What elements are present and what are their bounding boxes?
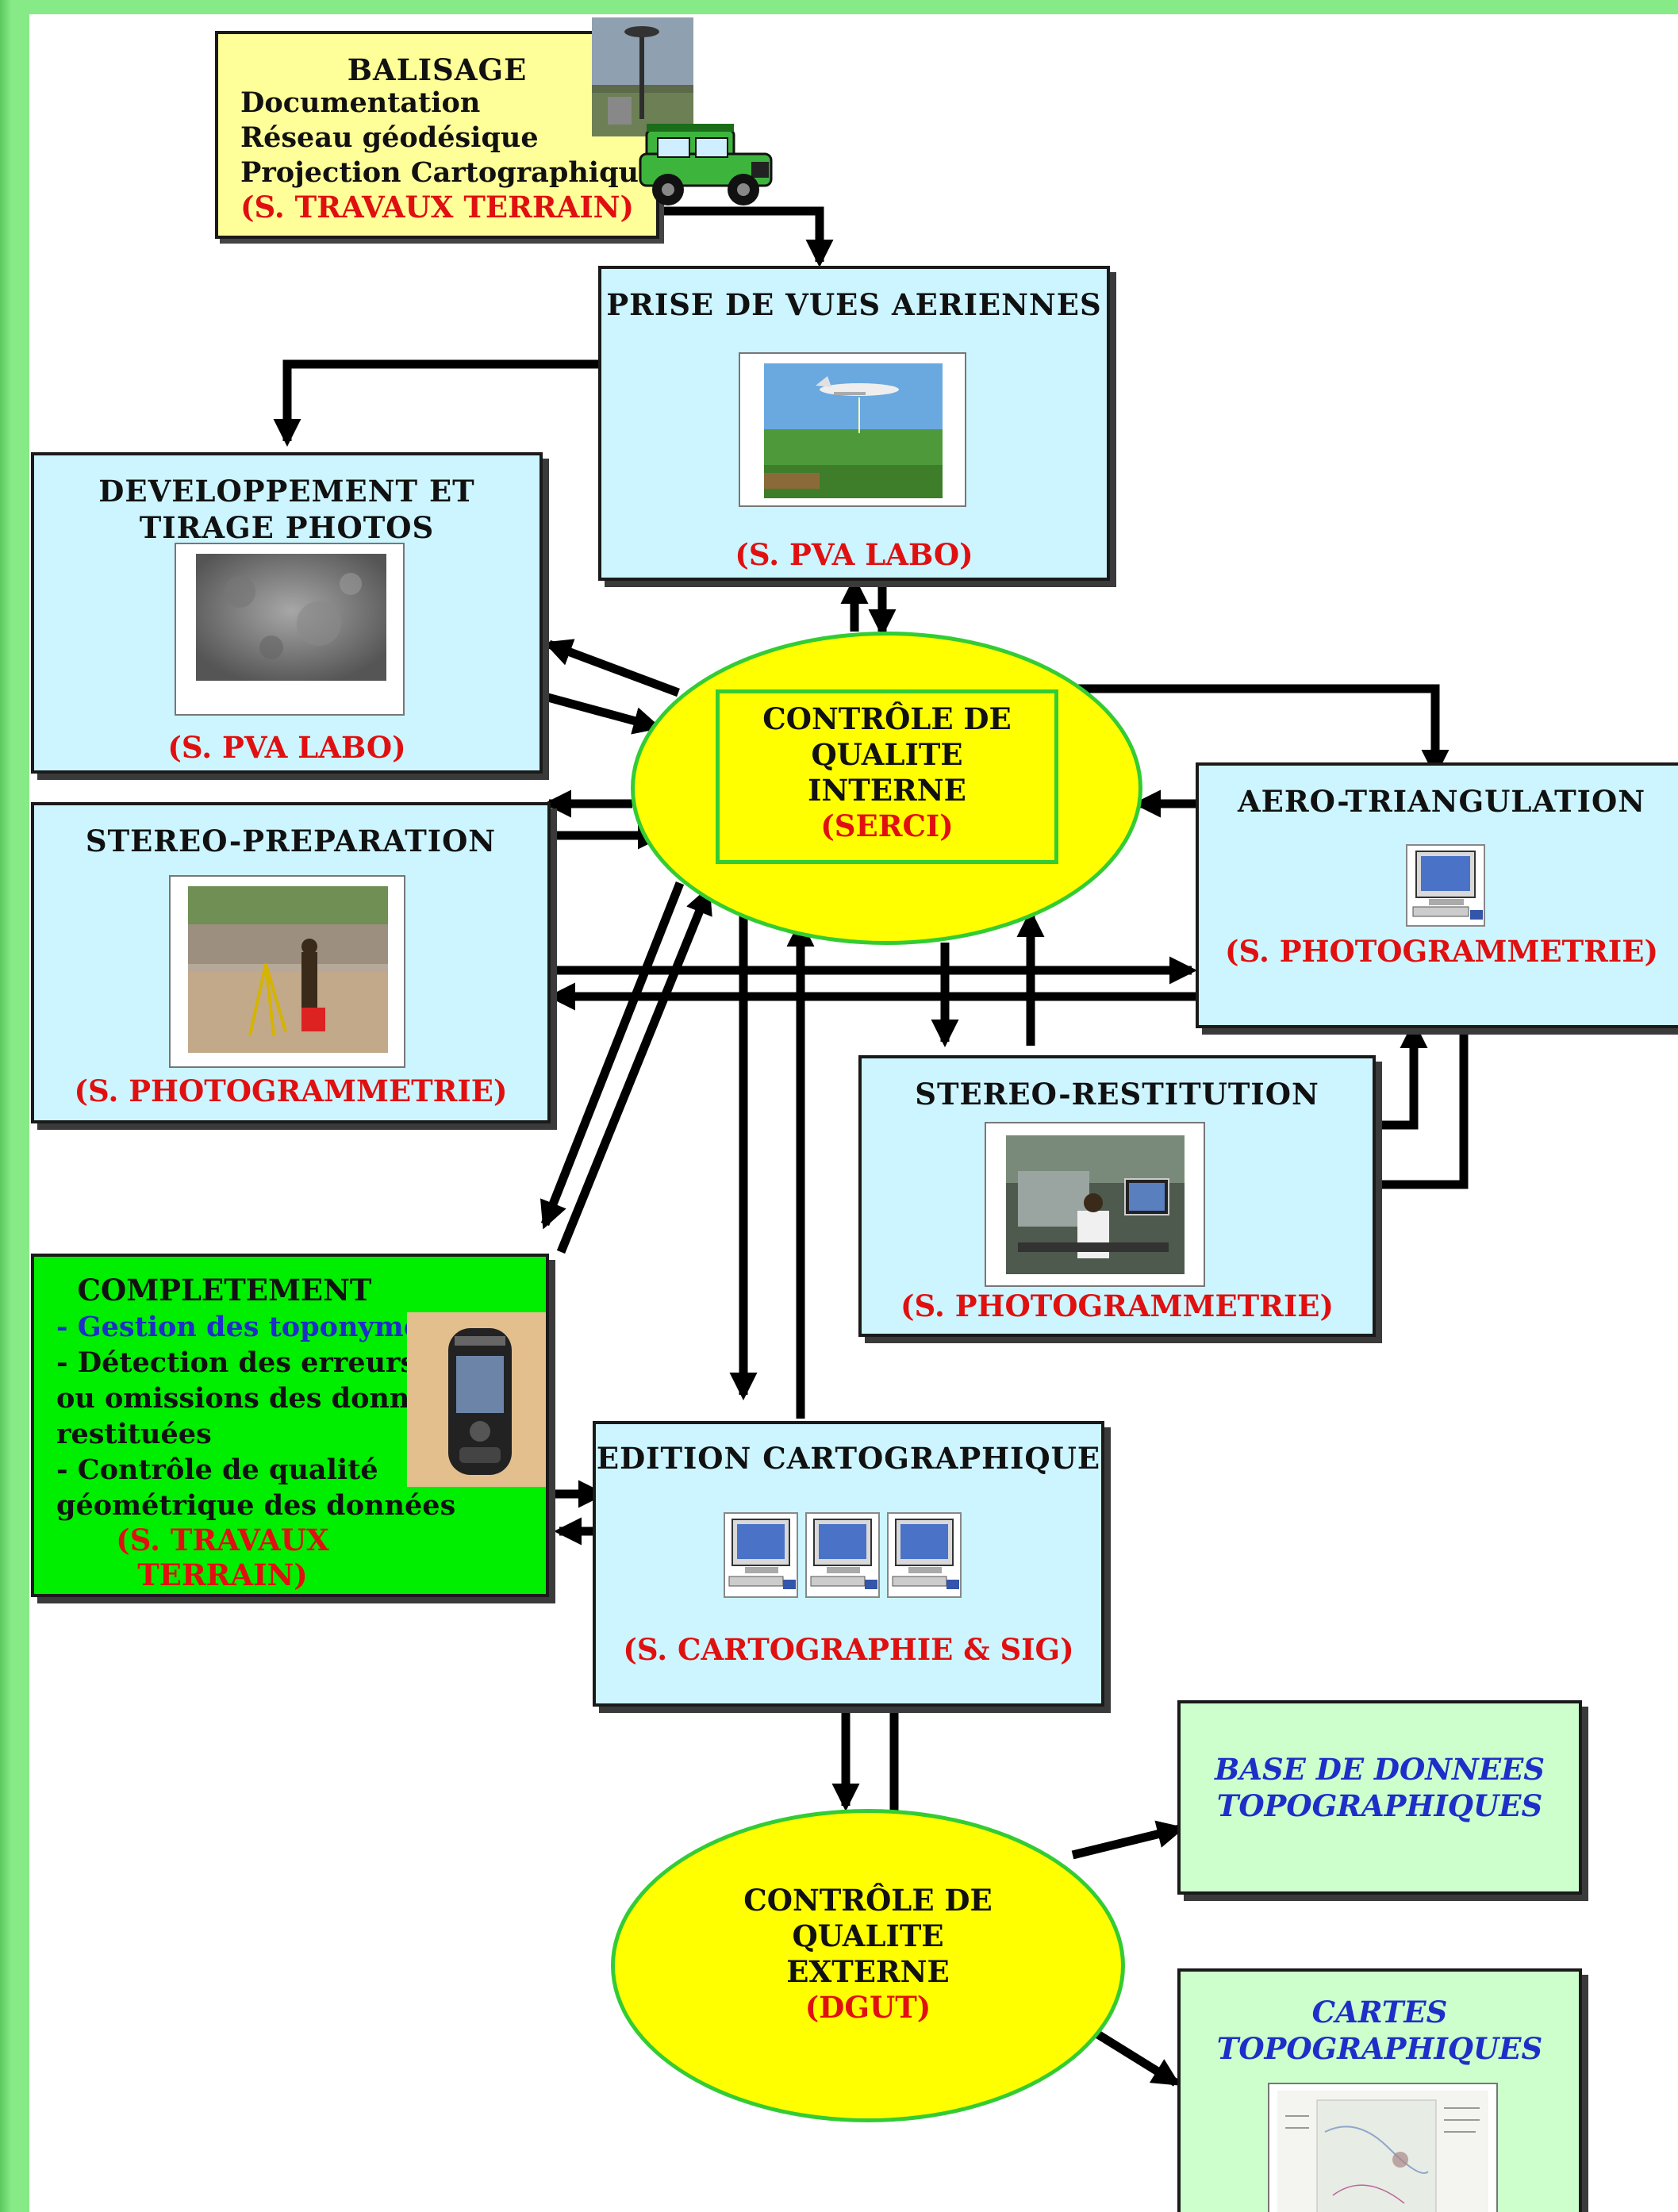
bdd-line2: TOPOGRAPHIQUES — [1216, 1788, 1543, 1823]
cqe-line3: EXTERNE — [786, 1954, 950, 1989]
completement-title: COMPLETEMENT — [77, 1273, 372, 1308]
cqe-line2: QUALITE — [792, 1918, 944, 1953]
cartes-line1: CARTES — [1311, 1995, 1448, 2030]
balisage-line-projection: Projection Cartographique.. — [240, 156, 676, 189]
cqe-line1: CONTRÔLE DE — [743, 1883, 993, 1918]
balisage-service: (S. TRAVAUX TERRAIN) — [240, 190, 634, 225]
cartes-line2: TOPOGRAPHIQUES — [1216, 2031, 1543, 2066]
stereo-rest-box: STEREO-RESTITUTION (S. PHOTOGRAMMETRIE) — [858, 1055, 1376, 1337]
balisage-line-reseau: Réseau géodésique — [240, 121, 539, 154]
cqi-inner-frame: CONTRÔLE DE QUALITE INTERNE (SERCI) — [716, 689, 1058, 864]
computer-icon — [724, 1512, 798, 1598]
jeep-icon — [639, 124, 773, 205]
arrow-cqi-to-aero — [1073, 684, 1450, 778]
completement-item-controle-2: géométrique des données — [56, 1489, 456, 1522]
completement-item-detection-3: restituées — [56, 1418, 212, 1450]
bdd-box: BASE DE DONNEES TOPOGRAPHIQUES — [1177, 1700, 1582, 1895]
edition-title: EDITION CARTOGRAPHIQUE — [596, 1441, 1101, 1476]
geodesic-marker-photo — [592, 17, 693, 136]
computer-icon — [805, 1512, 880, 1598]
aerial-photo-frame — [739, 352, 966, 507]
aerial-print-photo — [196, 554, 386, 681]
cqi-line1: CONTRÔLE DE — [762, 701, 1012, 736]
aero-service: (S. PHOTOGRAMMETRIE) — [1225, 934, 1658, 969]
arrow-completement-to-cqi — [556, 885, 712, 1254]
gps-device-photo — [407, 1312, 546, 1487]
arrow-aero-to-restitution — [1336, 1022, 1469, 1199]
pva-service: (S. PVA LABO) — [735, 537, 973, 572]
completement-item-controle: - Contrôle de qualité — [56, 1454, 378, 1486]
pva-box: PRISE DE VUES AERIENNES (S. PVA LABO) — [598, 266, 1110, 581]
connectors — [273, 206, 1469, 2087]
arrow-balisage-to-pva — [651, 206, 834, 268]
airplane-photo — [764, 363, 943, 498]
stereo-prep-service: (S. PHOTOGRAMMETRIE) — [74, 1073, 508, 1108]
arrow-cqi-to-completement — [539, 881, 685, 1230]
arrow-pva-to-developpement — [273, 359, 601, 447]
completement-item-toponymes: - Gestion des toponymes — [56, 1311, 437, 1343]
aerial-print-frame — [175, 543, 405, 716]
cqe-service: (DGUT) — [804, 1990, 931, 2025]
bdd-line1: BASE DE DONNEES — [1214, 1752, 1546, 1787]
cqi-line3: INTERNE — [808, 773, 966, 808]
completement-item-detection: - Détection des erreurs — [56, 1346, 417, 1379]
arrow-cqe-to-cartes — [1094, 2030, 1181, 2087]
operator-workstation-photo — [1006, 1135, 1185, 1274]
completement-box: COMPLETEMENT - Gestion des toponymes - D… — [31, 1254, 549, 1597]
edition-service: (S. CARTOGRAPHIE & SIG) — [623, 1632, 1074, 1667]
aero-title: AERO-TRIANGULATION — [1237, 784, 1646, 819]
surveyor-tripod-photo — [188, 886, 388, 1053]
stereo-prep-box: STEREO-PREPARATION (S. PHOTOGRAMMETRIE) — [31, 802, 551, 1123]
restitution-photo-frame — [985, 1122, 1205, 1287]
fieldwork-photo-frame — [169, 875, 405, 1068]
aero-box: AERO-TRIANGULATION (S. PHOTOGRAMMETRIE) — [1196, 762, 1678, 1028]
cqi-line2: QUALITE — [811, 737, 963, 772]
computer-icon — [1406, 844, 1485, 927]
stereo-prep-title: STEREO-PREPARATION — [85, 824, 497, 858]
balisage-box: BALISAGE Documentation Réseau géodésique… — [215, 31, 676, 239]
stereo-rest-title: STEREO-RESTITUTION — [915, 1077, 1319, 1112]
balisage-title: BALISAGE — [347, 52, 528, 87]
pva-title: PRISE DE VUES AERIENNES — [606, 287, 1102, 322]
topographic-map-thumbnail — [1277, 2091, 1488, 2212]
completement-service: (S. TRAVAUX TERRAIN) — [116, 1523, 329, 1592]
cqe-ellipse: CONTRÔLE DE QUALITE EXTERNE (DGUT) — [611, 1809, 1125, 2122]
edition-box: EDITION CARTOGRAPHIQUE (S. CARTOGRAPHIE — [593, 1421, 1104, 1707]
developpement-title-line1: DEVELOPPEMENT ET — [98, 474, 475, 509]
developpement-box: DEVELOPPEMENT ET TIRAGE PHOTOS AERIENNES… — [31, 452, 543, 774]
cqi-service: (SERCI) — [820, 808, 954, 843]
completement-item-detection-2: ou omissions des données — [56, 1382, 461, 1415]
developpement-service: (S. PVA LABO) — [167, 730, 406, 765]
cartes-box: CARTES TOPOGRAPHIQUES — [1177, 1968, 1582, 2212]
arrow-cqe-to-bdd — [1071, 1820, 1185, 1860]
stereo-rest-service: (S. PHOTOGRAMMETRIE) — [900, 1288, 1334, 1323]
diagram-canvas: BALISAGE Documentation Réseau géodésique… — [29, 14, 1678, 2212]
cqi-ellipse: CONTRÔLE DE QUALITE INTERNE (SERCI) — [631, 632, 1142, 945]
arrow-cqi-to-developpement — [543, 639, 680, 697]
arrow-developpement-to-cqi — [543, 692, 662, 735]
balisage-line-documentation: Documentation — [240, 86, 481, 119]
topographic-map-frame — [1268, 2083, 1498, 2212]
computer-icon — [887, 1512, 962, 1598]
